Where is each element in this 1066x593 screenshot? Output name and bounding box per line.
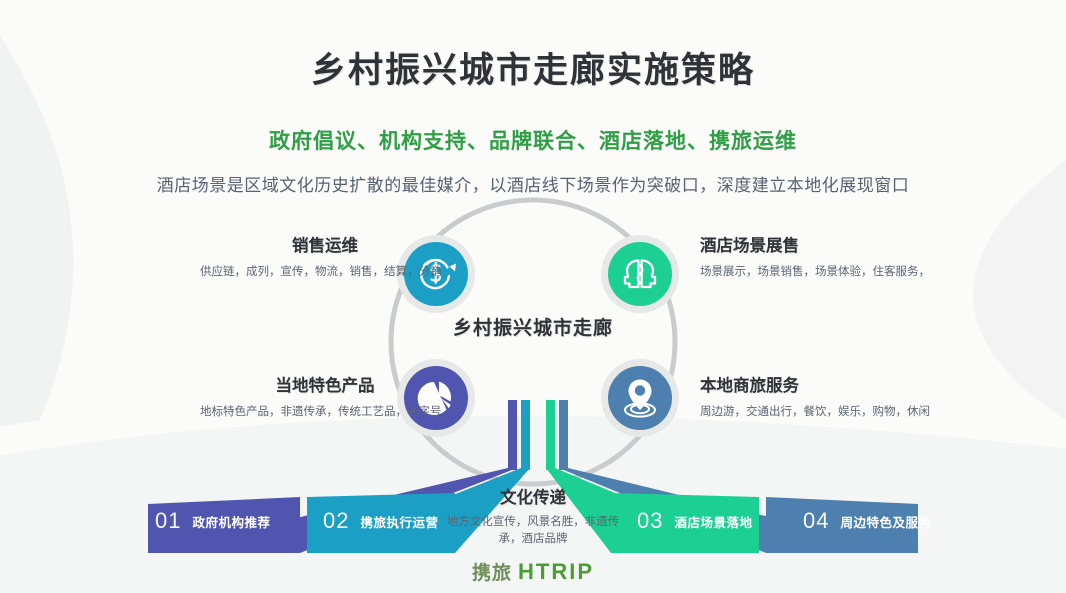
step-label-text: 酒店场景落地	[674, 515, 753, 530]
culture-block: 文化传递 地方文化宣传，风景名胜，非遗传承，酒店品牌	[443, 484, 623, 549]
node-sales: 销售运维 供应链，成列，宣传，物流，销售，结算，分销	[200, 232, 450, 282]
stub-teal	[521, 400, 530, 470]
step-bar-03	[611, 493, 759, 553]
step-number: 03	[637, 508, 664, 533]
node-sales-title: 销售运维	[292, 237, 358, 255]
stub-purple	[508, 400, 517, 470]
step-bar-01	[148, 497, 300, 553]
step-item-02[interactable]: 02 携旅执行运营	[323, 508, 439, 534]
node-hotel: 酒店场景展售 场景展示，场景销售，场景体验，住客服务，	[700, 232, 950, 282]
step-bar-02	[307, 493, 455, 553]
node-travel: 本地商旅服务 周边游，交通出行，餐饮，娱乐，购物，休闲	[700, 372, 950, 422]
node-local-desc: 地标特色产品，非遗传承，传统工艺品，老字号	[200, 406, 442, 418]
node-sales-desc: 供应链，成列，宣传，物流，销售，结算，分销	[200, 266, 442, 278]
culture-title: 文化传递	[500, 489, 566, 507]
step-label-text: 携旅执行运营	[360, 515, 439, 530]
node-icon-sales[interactable]	[397, 0, 475, 313]
step-number: 04	[803, 508, 830, 533]
brand-logo-en: HTRIP	[518, 559, 594, 584]
page-lead-text: 酒店场景是区域文化历史扩散的最佳媒介，以酒店线下场景作为突破口，深度建立本地化展…	[156, 176, 910, 195]
stub-steelblue	[559, 400, 568, 470]
node-local: 当地特色产品 地标特色产品，非遗传承，传统工艺品，老字号	[200, 372, 450, 422]
slide-header: 乡村振兴城市走廊实施策略 政府倡议、机构支持、品牌联合、酒店落地、携旅运维 酒店…	[0, 0, 1066, 196]
stub-green	[546, 400, 555, 470]
node-hotel-title: 酒店场景展售	[700, 237, 799, 255]
culture-desc: 地方文化宣传，风景名胜，非遗传承，酒店品牌	[446, 516, 620, 546]
page-title: 乡村振兴城市走廊实施策略	[310, 51, 755, 90]
step-item-01[interactable]: 01 政府机构推荐	[155, 508, 271, 534]
node-icon-hotel[interactable]	[601, 235, 679, 313]
node-travel-title: 本地商旅服务	[700, 377, 799, 395]
brand-logo-cn: 携旅	[471, 563, 512, 584]
step-label-text: 周边特色及服务	[840, 515, 932, 530]
node-icon-local[interactable]	[397, 359, 475, 437]
node-icon-travel[interactable]	[601, 359, 679, 437]
brand-logo: 携旅 HTRIP	[0, 558, 1066, 585]
step-label-text: 政府机构推荐	[192, 515, 271, 530]
page-subtitle: 政府倡议、机构支持、品牌联合、酒店落地、携旅运维	[269, 130, 797, 153]
ring-center-label: 乡村振兴城市走廊	[452, 318, 613, 339]
step-item-03[interactable]: 03 酒店场景落地	[637, 508, 753, 534]
connector-ring	[388, 197, 678, 487]
node-travel-desc: 周边游，交通出行，餐饮，娱乐，购物，休闲	[700, 406, 930, 418]
step-item-04[interactable]: 04 周边特色及服务	[803, 508, 932, 534]
node-local-title: 当地特色产品	[275, 377, 375, 395]
step-number: 02	[323, 508, 350, 533]
step-number: 01	[155, 508, 182, 533]
step-bar-04	[766, 497, 918, 553]
node-hotel-desc: 场景展示，场景销售，场景体验，住客服务，	[700, 266, 930, 278]
